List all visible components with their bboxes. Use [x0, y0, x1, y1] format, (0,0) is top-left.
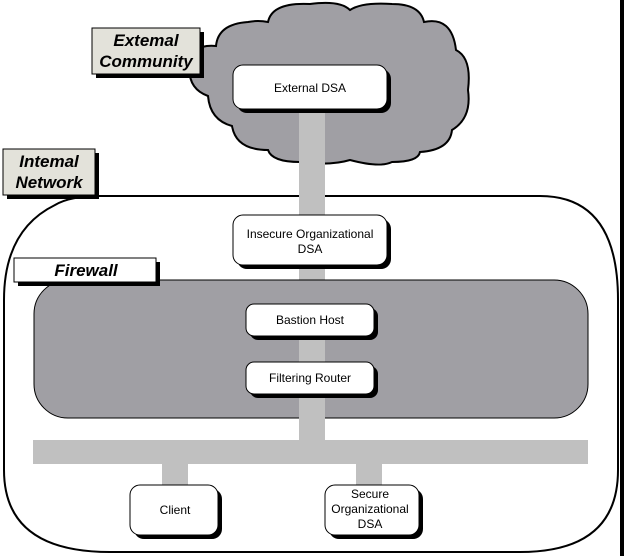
connector-external-to-insecure — [299, 108, 325, 218]
node-external-dsa-label: External DSA — [274, 81, 346, 95]
label-firewall: Firewall — [13, 257, 160, 286]
node-secure-dsa-line3: DSA — [358, 517, 383, 531]
node-client-label: Client — [160, 503, 191, 517]
node-secure-dsa-line1: Secure — [351, 487, 389, 501]
node-insecure-dsa-line1: Insecure Organizational — [247, 227, 374, 241]
node-bastion-host[interactable]: Bastion Host — [245, 303, 378, 340]
connector-lan-to-client — [162, 464, 188, 488]
label-internal-network: Intemal Network — [2, 148, 99, 199]
node-secure-dsa-line2: Organizational — [331, 502, 408, 516]
node-insecure-organizational-dsa[interactable]: Insecure Organizational DSA — [232, 214, 391, 269]
label-external-line1: Extemal — [113, 31, 179, 50]
right-border — [620, 0, 624, 556]
node-insecure-dsa-line2: DSA — [298, 242, 323, 256]
label-external-line2: Community — [99, 52, 194, 71]
node-filtering-router-label: Filtering Router — [269, 371, 351, 385]
label-firewall-text: Firewall — [54, 261, 119, 280]
node-secure-organizational-dsa[interactable]: Secure Organizational DSA — [324, 484, 423, 539]
node-client[interactable]: Client — [129, 484, 222, 539]
lan-bus — [33, 440, 588, 464]
connector-router-to-lan — [299, 394, 325, 440]
label-external-community: Extemal Community — [91, 27, 204, 78]
node-filtering-router[interactable]: Filtering Router — [245, 361, 378, 398]
connector-bastion-to-router — [299, 336, 325, 364]
node-external-dsa[interactable]: External DSA — [232, 64, 391, 113]
label-internal-line2: Network — [15, 173, 84, 192]
label-internal-line1: Intemal — [19, 152, 80, 171]
connector-lan-to-secure-dsa — [356, 464, 382, 488]
node-bastion-host-label: Bastion Host — [276, 313, 345, 327]
